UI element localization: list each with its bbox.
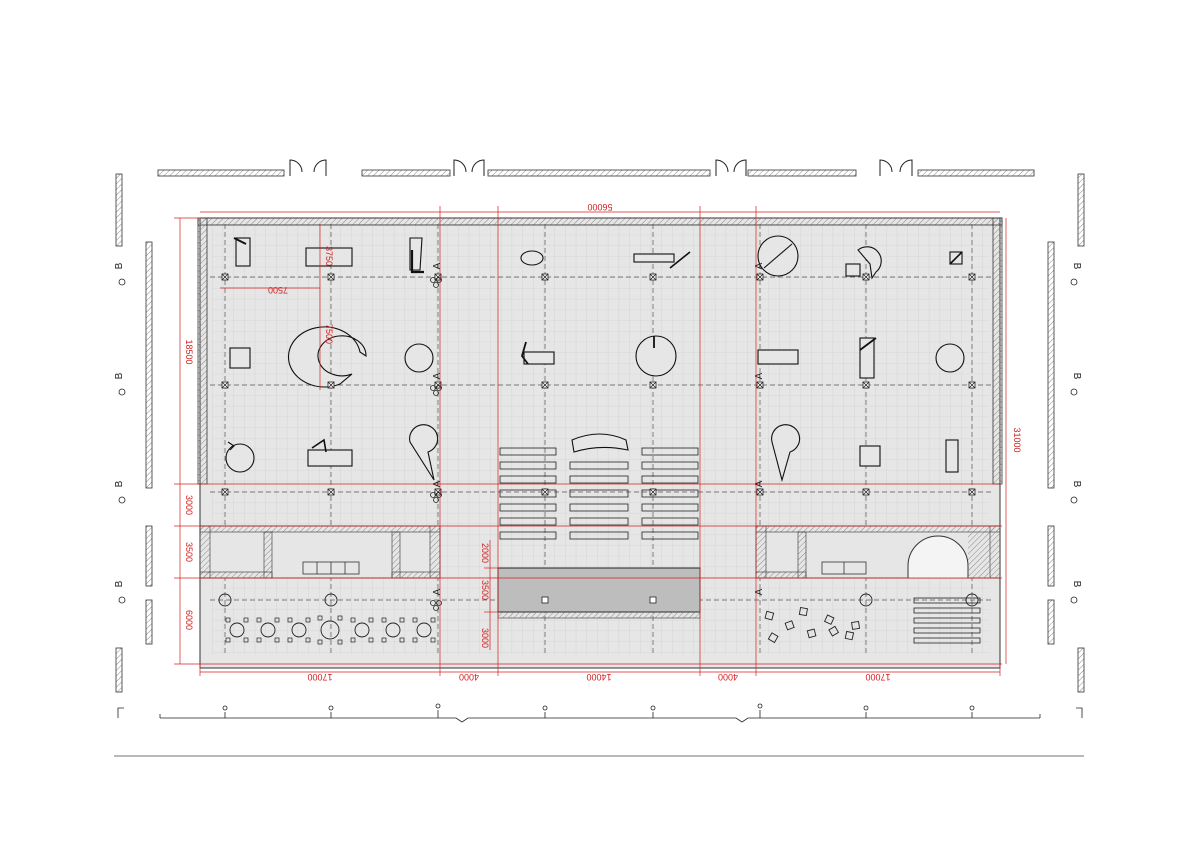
tree-icon xyxy=(218,593,979,607)
section-b-label: B xyxy=(114,262,125,269)
dim-upper-zone: 18500 xyxy=(184,339,194,364)
section-marker-icon xyxy=(433,497,439,503)
section-marker-icon xyxy=(436,277,442,283)
section-b-label: B xyxy=(114,372,125,379)
dim-pod-height: 7500 xyxy=(324,324,334,344)
stage-platform xyxy=(497,567,701,619)
dim-unit-height: 3750 xyxy=(324,246,334,266)
section-marker-icon xyxy=(433,390,439,396)
section-marker-icon xyxy=(433,605,439,611)
section-b-label: B xyxy=(114,580,125,587)
service-band xyxy=(199,525,1001,579)
dining-tables xyxy=(225,615,436,645)
section-marker-icon xyxy=(430,277,442,611)
section-marker-icon xyxy=(430,277,436,283)
section-a-label: A xyxy=(754,372,765,379)
exterior-top-wall xyxy=(157,169,1035,177)
scattered-cubes xyxy=(764,607,861,644)
section-marker-icon xyxy=(430,492,436,498)
seating-rows xyxy=(499,447,981,644)
section-marker-icon xyxy=(433,282,439,288)
column-icon xyxy=(221,273,976,604)
exhibit-pieces xyxy=(225,235,965,483)
elevation-baseline xyxy=(117,703,1083,723)
section-a-label: A xyxy=(754,588,765,595)
section-a-label: A xyxy=(432,262,443,269)
dim-bottom-center: 14000 xyxy=(586,672,611,682)
section-a-label: A xyxy=(754,480,765,487)
section-b-label: B xyxy=(114,480,125,487)
section-marker-icon xyxy=(430,600,436,606)
section-b-label: B xyxy=(1071,373,1082,380)
section-b-label: B xyxy=(1071,581,1082,588)
dimension-lines xyxy=(174,206,1007,676)
section-a-label: A xyxy=(432,372,443,379)
structural-grid xyxy=(210,224,992,656)
section-marker-icon xyxy=(436,492,442,498)
dim-lower-zone: 6000 xyxy=(184,610,194,630)
column-icon xyxy=(649,596,657,604)
section-marker-icon xyxy=(430,385,436,391)
door-swing-icon xyxy=(289,159,913,176)
dim-stage-upper: 2000 xyxy=(480,543,490,563)
section-b-label: B xyxy=(1071,263,1082,270)
exterior-left-wall xyxy=(115,173,153,693)
section-a-label: A xyxy=(754,262,765,269)
section-marker-icon xyxy=(436,600,442,606)
section-a-markers: A A A A A A A A xyxy=(432,262,765,595)
dim-band-2: 3500 xyxy=(184,542,194,562)
dim-bottom-right: 17000 xyxy=(865,672,890,682)
dim-bottom-left: 17000 xyxy=(307,672,332,682)
section-a-label: A xyxy=(432,588,443,595)
dim-stage-lower: 3000 xyxy=(480,628,490,648)
dim-stage-depth: 3500 xyxy=(480,580,490,600)
dim-bottom-gap-left: 4000 xyxy=(459,672,479,682)
exterior-right-wall xyxy=(1047,173,1085,693)
dim-unit-width: 7500 xyxy=(268,285,288,295)
section-b-markers: B B B B B B B B xyxy=(114,262,1082,604)
column-icon xyxy=(541,596,549,604)
dim-bottom-gap-right: 4000 xyxy=(718,672,738,682)
dim-overall-depth: 31000 xyxy=(1012,427,1022,452)
section-a-label: A xyxy=(432,480,443,487)
section-marker-icon xyxy=(436,385,442,391)
section-b-label: B xyxy=(1071,481,1082,488)
dim-band-1: 3000 xyxy=(184,495,194,515)
dim-overall-width: 56000 xyxy=(587,202,612,212)
